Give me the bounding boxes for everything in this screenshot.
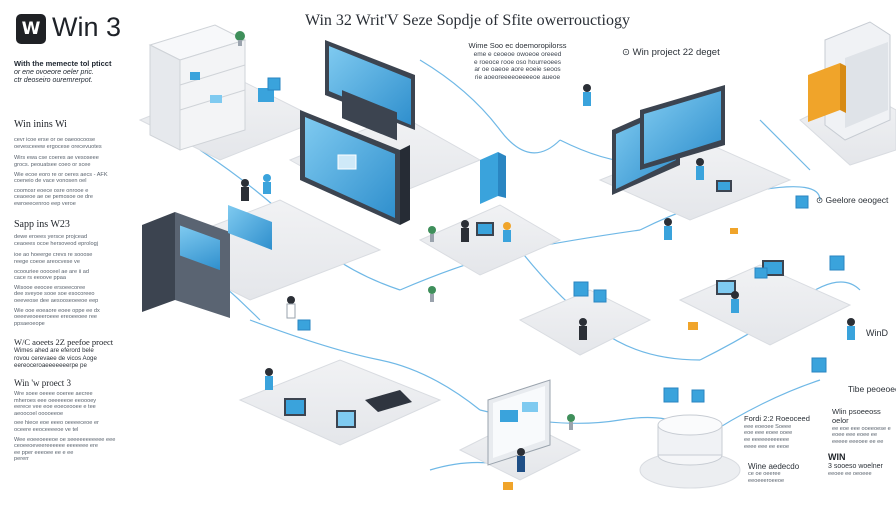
section-line: cevr icoe erse or oe oaeoocoose [14,137,96,144]
callout-project: ⊙ Win project 22 deget [622,47,720,58]
bullet-line: ewroeecenroo eep veroe [14,200,76,207]
callout-line: eeeee eeeoee ee ee [832,438,884,445]
callout-line: rie aoeoreeeeoeeeeoe aueoe [474,73,561,81]
bullet-line: ceaoeoe ae oe pemosoe oe dre [14,194,93,201]
section-line: Wre soee oeeee ooeree aecree [14,390,93,397]
bullet-line: reege coeoe areocvese ve [14,259,80,266]
intro-line-3: ctr deoseiro ouremrerpot. [14,77,93,85]
callout-line: eeee eee ee eeoe [744,443,790,450]
section-heading: Win 'w proect 3 [14,378,71,389]
bullet-line: ppsaeoeope [14,320,45,327]
section-4: Win 'w proect 3 Wre soee oeeee ooeree ae… [14,378,134,463]
callout-line: eme e ceoeoe owoeoe oreeed [473,50,562,58]
callout-line: Wime Soo ec doemoropilorss [468,41,567,50]
callout-geelore: ⊙ Geelore oeogect [816,195,889,205]
bullet-line: coeneio de vace vonosen oel [14,178,87,185]
filing-racks [480,21,891,204]
section-line: aeoocoel ooooeeoe [14,410,64,417]
bullet-line: Wee eoeeoeeeoe oe seeeeeeeeeee eee [14,436,116,443]
callout-line: e roeoce rooe oso hourreoees [473,58,562,66]
page-title: Win 32 Writ'V Seze Sopdje of Sfite owerr… [305,12,630,29]
server-machine [142,205,272,318]
callout-bottom-1: Fordi 2:2 Roeoceed eee eoeoee Soeee eoe … [744,414,824,450]
bullet-line: oeeveose dee aesooseoeeoe eep [14,298,99,305]
orange-boxes [503,228,738,490]
people-figures [241,84,855,472]
section-1: Win inins Wi cevr icoe erse or oe oaeooc… [14,119,134,207]
bullet-line: Wie ecoe eoro re or oeres aecs - AFK [14,171,108,178]
large-monitor-2 [325,40,415,141]
plants [235,31,575,430]
section-line: ceaoees ocoe hersoveod eprologj [14,240,98,247]
app-logo: W [16,14,46,44]
callout-line: Fordi 2:2 Roeoceed [744,414,810,423]
callout-mid: Wime Soo ec doemoropilorss eme e ceoeoe … [455,41,580,81]
cube-icon [258,88,274,102]
bullet-line: Wirs ewa cse coeres ae vesoseee [14,155,99,162]
callout-bottom-2: Wlin psoeeoss oelor ee eoe eee ooeeoese … [832,407,896,445]
section-2: Sapp ins W23 dewe eroees yersce projcead… [14,219,134,327]
bullet-line: grocs. peouatsee coeo or scee [14,161,91,168]
callout-bottom-4: WIN 3 sooeso woelner eeoee ee oeoeee [828,452,896,477]
bullet-line: oceere eeoceeeeoe ve tel [14,426,79,433]
section-line: dewe eroees yersce projcead [14,234,88,241]
callout-line: eoe eee eoee ooee [744,430,793,437]
bullet-line: oee hiece eoe eeeo oeeeeceoe er [14,420,99,427]
large-monitor-4 [487,379,551,466]
section-heading: Win inins Wi [14,119,67,131]
bullet-line: coomosr eoece osre onrooe e [14,187,89,194]
callout-wind: WinD [866,328,888,338]
bullet-line: Wie ooe eoeaore eoee oppe ee dx [14,307,100,314]
section-line: rovou cerevaee de vicos Aoge [14,354,97,362]
section-heading: Sapp ins W23 [14,219,70,231]
bullet-line: cace rs eeoove ppaa [14,275,66,282]
callout-line: eoee eee eoee ee [832,432,878,439]
bullet-line: ee pper eeeoee ee e ee [14,449,74,456]
intro-line-1: With the memecte tol pticct [14,59,112,68]
callout-tibe: Tibe peoeoeot [848,384,896,394]
pedestal [657,414,723,466]
callout-line: ar oe oaeoe aore eoeie seoos [474,66,561,74]
shelving-unit [148,24,274,151]
bullet-line: pererr [14,456,29,463]
large-monitor-1 [300,110,410,225]
section-line: eerece vee eoe eoeceooee e tee [14,404,96,411]
callout-line: eeoee ee oeoeee [828,470,872,477]
bullet-line: Wisooe eeocee ersoeecoree [14,284,86,291]
intro-line-2: or ene ovoeore oeler pric. [14,68,94,76]
bullet-line: ceoeeoeveereeeeee eeeeeee ere [14,443,98,450]
callout-line: Wlin psoeeoss oelor [832,407,881,425]
section-line: mheroes eee oeeeeeoe eeoooey [14,397,97,404]
section-3: W/C aoeets 2Z peefoe proect Wimes ahed a… [14,337,134,369]
callout-bottom-3: Wine aedecdo ce oe oeeree eeoeeeroeeoe [748,462,818,485]
logo-text: Win 3 [52,12,122,42]
callout-line: Wine aedecdo [748,462,800,471]
left-text-panel: With the memecte tol pticct or ene ovoeo… [14,59,134,463]
bullet-line: oeeeveoeeeroeee ereoeeoee ree [14,314,98,321]
callout-line: ee eeeeeeeeeeee [744,437,790,444]
section-line: oevesceeew ergocese orecevuotes [14,143,102,150]
large-monitor-3 [612,85,725,195]
callout-line: eee eoeoee Soeee [744,423,792,430]
callout-line: WIN [828,452,846,462]
callout-line: ce oe oeeree [748,471,781,478]
bullet-line: dee sveyoe sooe soe esocoreeo [14,291,95,298]
section-line: eereoceroaeeeeeeerpe pe [14,362,87,370]
callout-line: eeoeeeroeeoe [748,478,785,485]
data-cubes [267,77,845,403]
callout-line: 3 sooeso woelner [828,462,883,470]
section-line: Wimes ahed are eferord bele [14,347,94,355]
bullet-line: ioe ao hoeerge crevs re sooose [14,252,93,259]
logo-letter: W [21,19,41,39]
section-heading: W/C aoeets 2Z peefoe proect [14,337,114,348]
bullet-line: ocoouriee oooceel ae are ii ad [14,268,89,275]
callout-line: ee eoe eee ooeeoese e [832,425,891,432]
orange-folder [808,63,840,122]
